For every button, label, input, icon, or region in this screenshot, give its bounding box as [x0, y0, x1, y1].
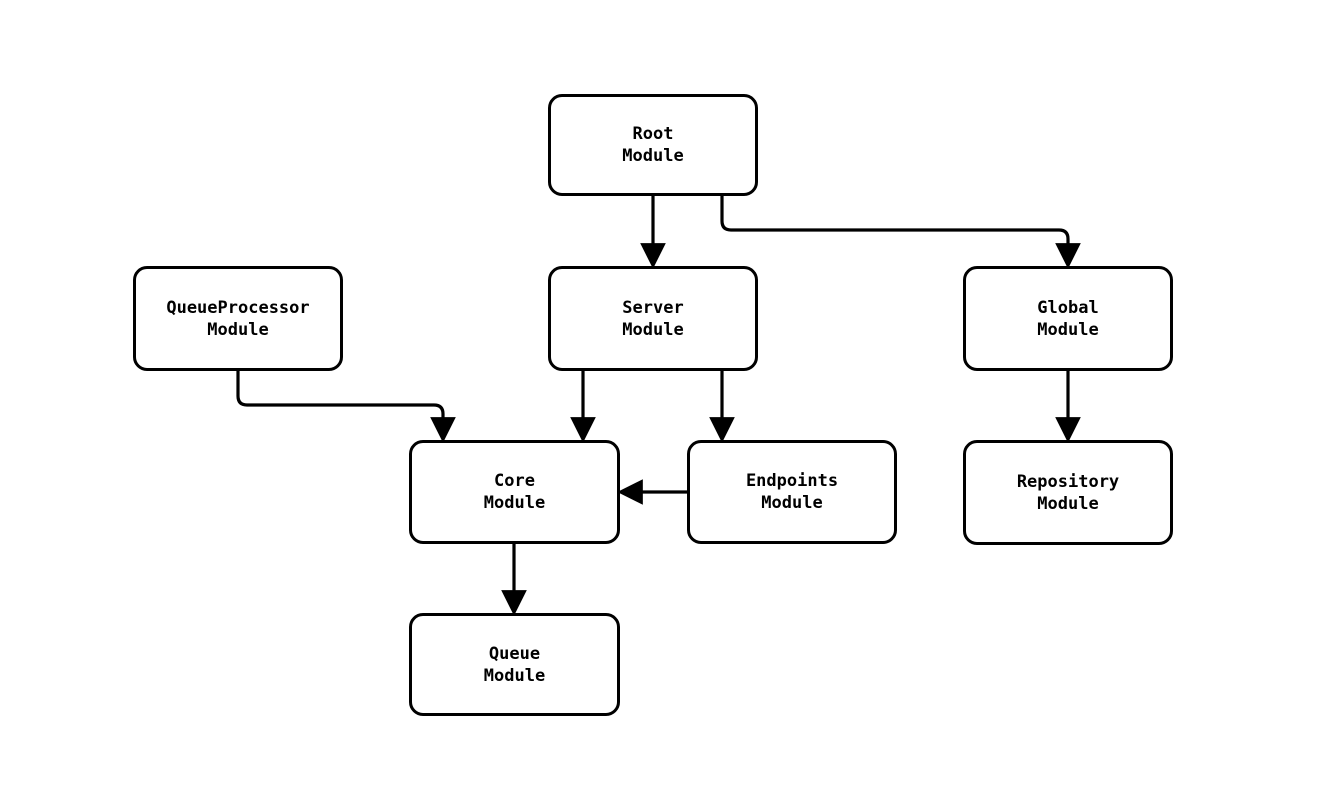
node-queue-module[interactable]: Queue Module [409, 613, 620, 716]
node-queueprocessor-module[interactable]: QueueProcessor Module [133, 266, 343, 371]
node-root-module-line2: Module [622, 146, 684, 166]
node-global-module-line2: Module [1037, 319, 1099, 340]
node-core-module-line2: Module [483, 493, 546, 513]
node-repository-module[interactable]: Repository Module [963, 440, 1173, 545]
node-queueprocessor-module-line1: QueueProcessor [166, 297, 310, 318]
node-server-module-line1: Server [622, 297, 684, 318]
node-endpoints-module-line1: Endpoints [745, 471, 839, 491]
node-core-module-line1: Core [494, 471, 535, 491]
edge-queueprocessor-to-core [236, 371, 456, 443]
node-root-module-line1: Root [632, 124, 674, 144]
edge-root-to-global [720, 196, 1081, 269]
node-root-module[interactable]: Root Module [548, 94, 758, 196]
node-repository-module-line1: Repository [1016, 471, 1120, 492]
node-core-module[interactable]: Core Module [409, 440, 620, 544]
node-server-module[interactable]: Server Module [548, 266, 758, 371]
node-repository-module-line2: Module [1037, 493, 1099, 514]
node-queue-module-line2: Module [483, 665, 546, 686]
node-global-module-line1: Global [1037, 297, 1099, 318]
node-endpoints-module-line2: Module [761, 493, 823, 513]
node-endpoints-module[interactable]: Endpoints Module [687, 440, 897, 544]
node-server-module-line2: Module [622, 319, 684, 340]
node-global-module[interactable]: Global Module [963, 266, 1173, 371]
node-queue-module-line1: Queue [488, 643, 541, 664]
node-queueprocessor-module-line2: Module [207, 319, 269, 340]
